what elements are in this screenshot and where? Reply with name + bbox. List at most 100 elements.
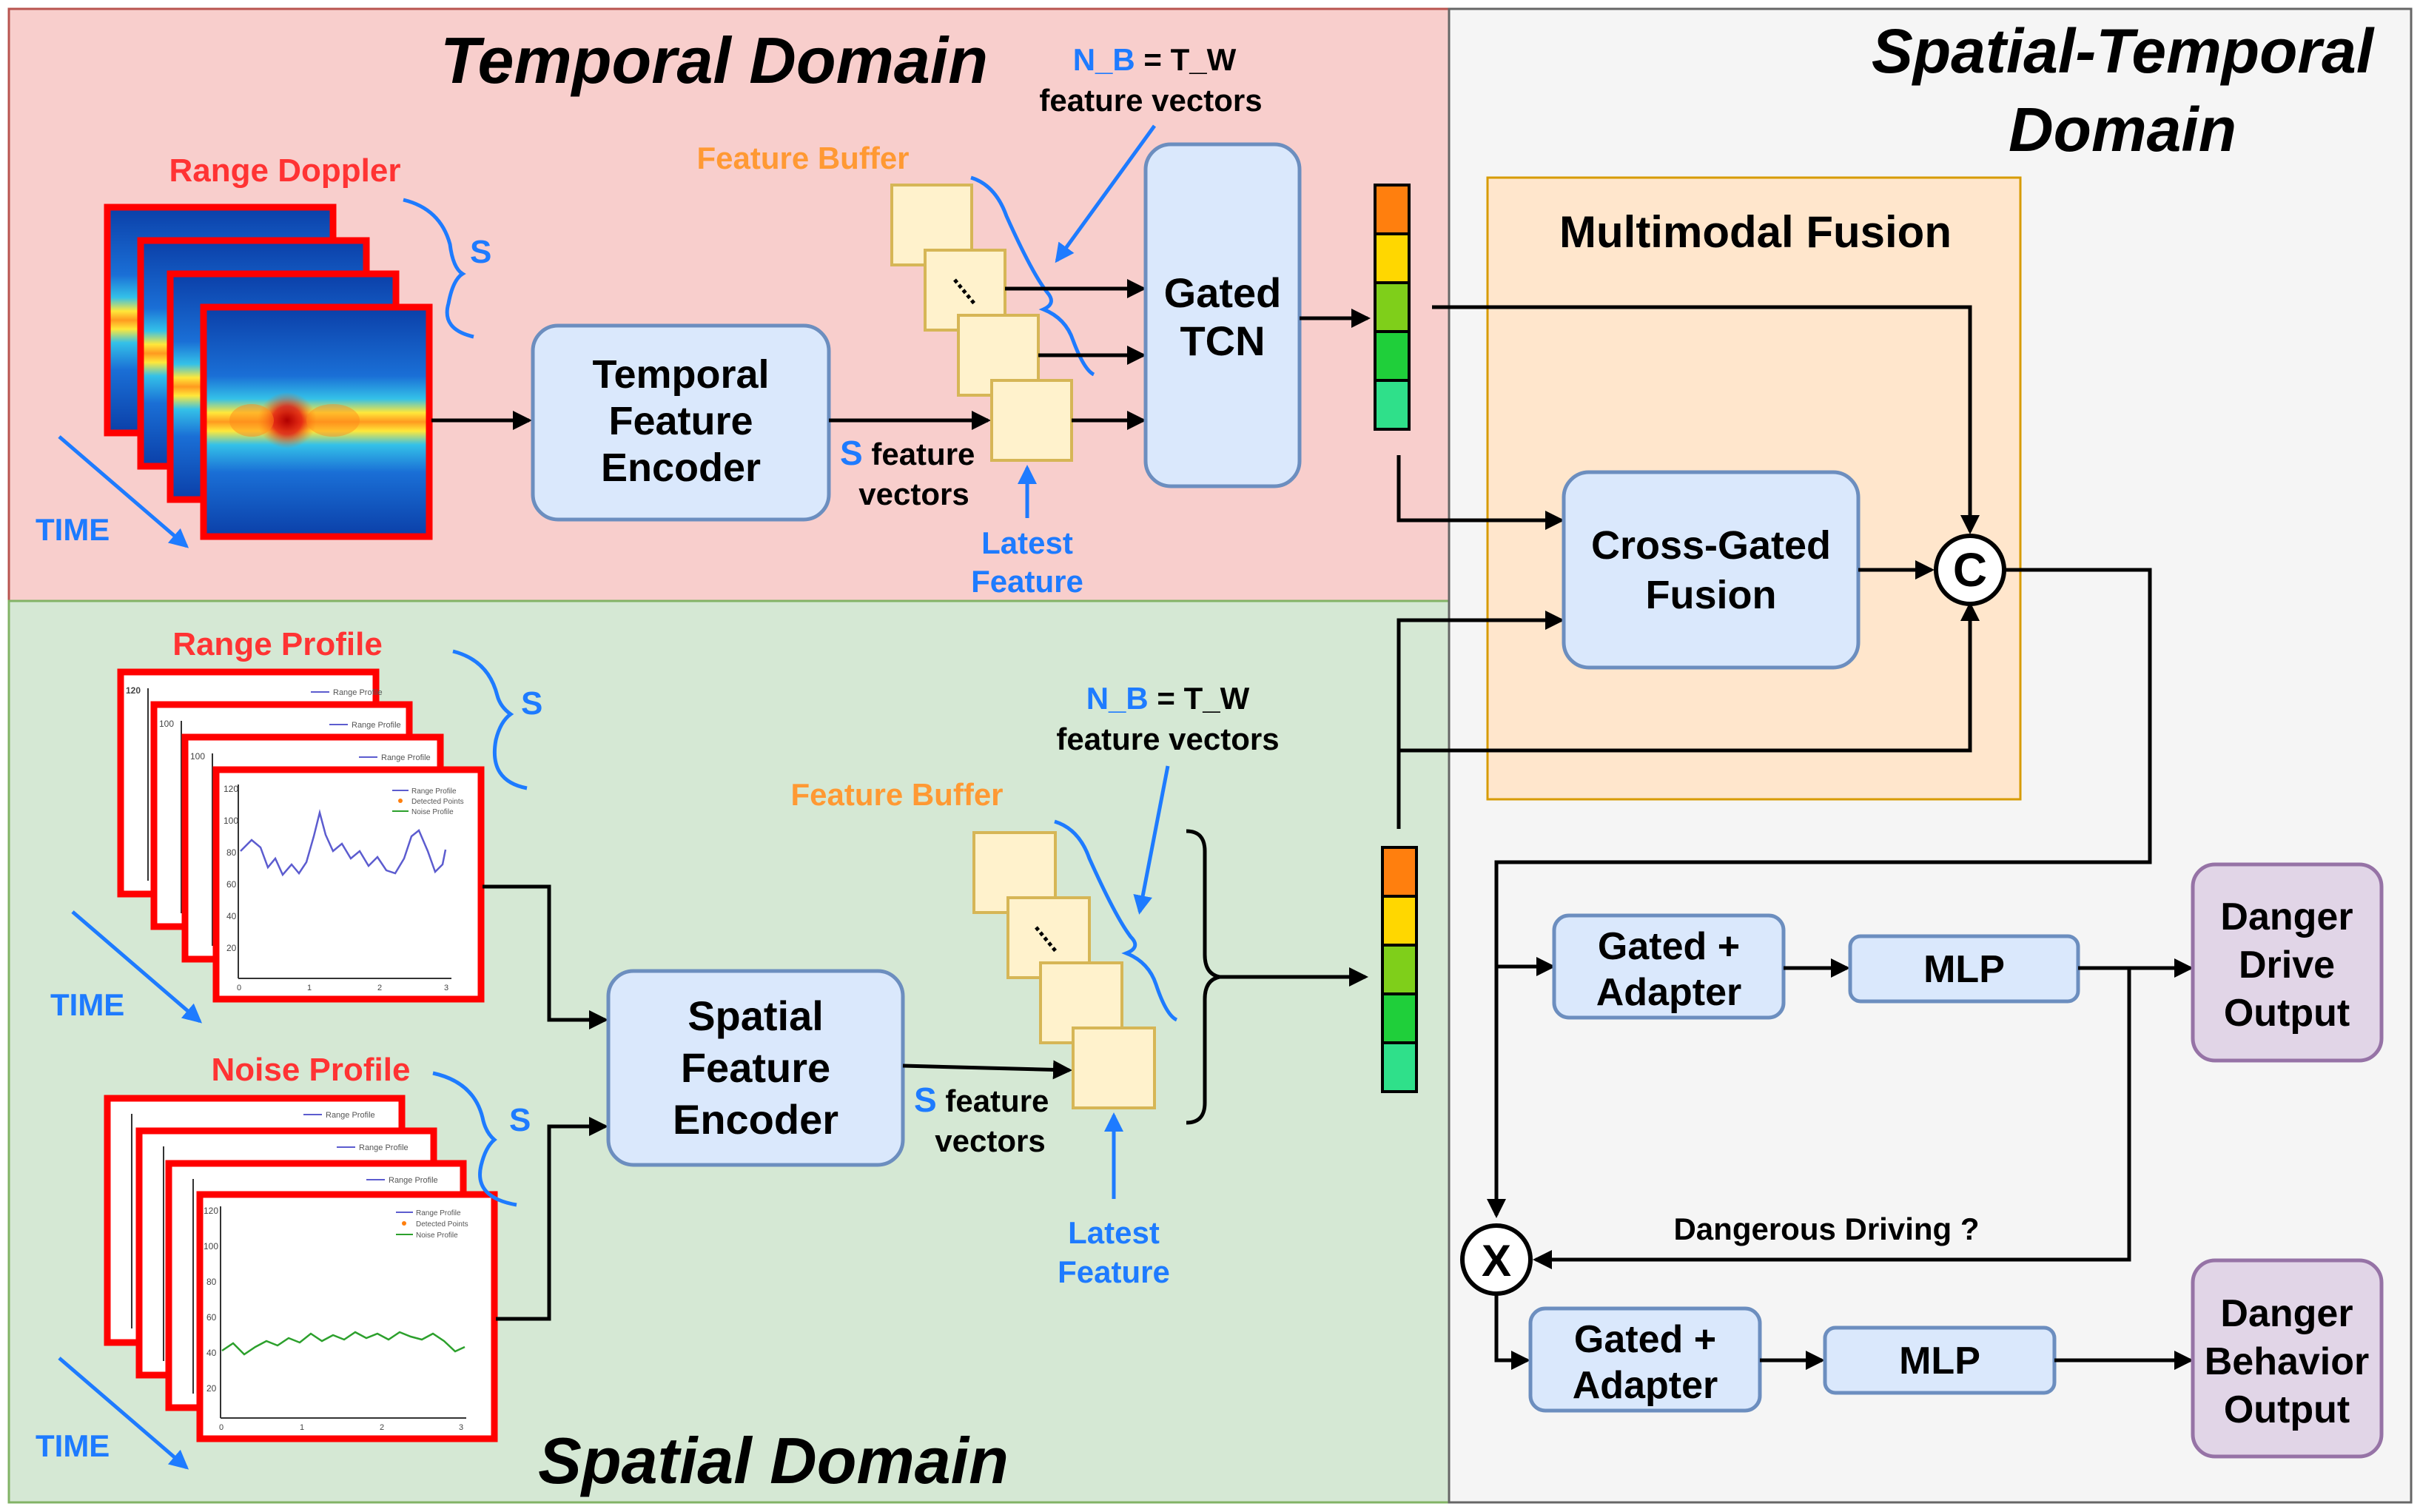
- rp4-x-tick-1: 1: [307, 984, 312, 992]
- gated-adapter-2-line2: Adapter: [1573, 1364, 1718, 1407]
- spatial-feature-buffer: [972, 831, 1156, 1109]
- rp2-legend: Range Profile: [352, 721, 401, 730]
- temporal-encoder-line3: Encoder: [601, 446, 761, 490]
- spatial-nb-brace: [1054, 819, 1178, 1022]
- temporal-feature-encoder: [531, 323, 831, 522]
- range-doppler-s-brace: [403, 198, 474, 339]
- rp3-legend: Range Profile: [381, 753, 431, 762]
- spatial-encoder-line3: Encoder: [673, 1096, 838, 1143]
- np4-y-tick-100: 100: [204, 1241, 218, 1251]
- np4-x-tick-1: 1: [300, 1423, 304, 1432]
- danger-behavior-output-line3: Output: [2224, 1388, 2350, 1431]
- range-profile-frame-4: 120 100 80 60 40 20 0 1 2 3 Range Profil…: [212, 766, 485, 1003]
- spatial-latest-line1: Latest: [1068, 1215, 1160, 1250]
- mlp-1-label: MLP: [1923, 948, 2005, 991]
- rp4-y-tick-80: 80: [226, 847, 237, 858]
- range-profile-time-arrow: [71, 910, 203, 1024]
- spatial-encoder-line2: Feature: [681, 1044, 830, 1091]
- np1-legend: Range Profile: [326, 1111, 375, 1120]
- range-doppler-stack: [104, 204, 433, 540]
- np3-legend: Range Profile: [389, 1176, 438, 1185]
- temporal-buffer-latest-slot: [990, 379, 1073, 462]
- temporal-nb-line2: feature vectors: [1039, 83, 1262, 118]
- danger-behavior-output-line1: Danger: [2220, 1292, 2353, 1335]
- spatial-feature-encoder: [606, 969, 905, 1167]
- rp4-curve: [240, 809, 447, 877]
- range-doppler-frame-4: [200, 303, 433, 540]
- cross-gated-line2: Fusion: [1646, 573, 1777, 617]
- np4-x-tick-3: 3: [459, 1423, 463, 1432]
- spatial-encoder-line1: Spatial: [688, 992, 824, 1039]
- spatial-nb-line2: feature vectors: [1056, 722, 1279, 756]
- gated-adapter-1-line2: Adapter: [1596, 971, 1741, 1014]
- spatial-to-cross-gated-arrow: [1396, 611, 1564, 829]
- np4-y-tick-40: 40: [206, 1348, 217, 1358]
- spatial-feature-buffer-label: Feature Buffer: [790, 777, 1003, 812]
- mlp-2-label: MLP: [1899, 1340, 1980, 1382]
- noise-profile-to-encoder-arrow: [496, 1117, 608, 1321]
- temporal-embedding-vector: [1374, 184, 1411, 431]
- rp4-y-tick-40: 40: [226, 911, 237, 921]
- range-profile-stack: 120 Range Profile 100 Range Profile 100 …: [117, 668, 485, 1003]
- rp4-x-tick-0: 0: [237, 984, 241, 992]
- rp1-legend: Range Profile: [333, 688, 383, 697]
- temporal-time-label: TIME: [36, 512, 110, 547]
- dangerous-driving-question: Dangerous Driving ?: [1673, 1212, 1979, 1246]
- np2-legend: Range Profile: [359, 1143, 409, 1152]
- noise-profile-s-label: S: [509, 1102, 531, 1138]
- np4-legend-detected: Detected Points: [416, 1220, 468, 1229]
- rp3-y-tick: 100: [190, 751, 205, 762]
- rp4-legend-range: Range Profile: [411, 787, 457, 796]
- rp2-y-tick: 100: [159, 719, 174, 729]
- np4-x-tick-2: 2: [380, 1423, 384, 1432]
- spatial-to-concat-arrow: [1399, 602, 1980, 753]
- rp1-y-tick: 120: [126, 685, 141, 696]
- np4-y-tick-20: 20: [206, 1383, 217, 1394]
- danger-drive-output-line2: Drive: [2239, 944, 2335, 987]
- drive-to-gate-arrow: [1533, 968, 2131, 1269]
- danger-behavior-output-line2: Behavior: [2205, 1340, 2370, 1383]
- np4-legend-noise: Noise Profile: [416, 1232, 458, 1240]
- temporal-nb-line1: N_B = T_W: [1073, 42, 1237, 77]
- np4-y-tick-60: 60: [206, 1312, 217, 1323]
- temporal-feature-buffer: [890, 184, 1073, 462]
- temporal-latest-line1: Latest: [981, 525, 1073, 560]
- danger-drive-output-line3: Output: [2224, 992, 2350, 1035]
- spatial-buffer-latest-slot: [1072, 1027, 1156, 1109]
- temporal-encoder-line2: Feature: [608, 399, 753, 443]
- gated-tcn: [1143, 142, 1302, 488]
- rp4-legend-noise: Noise Profile: [411, 808, 454, 816]
- temporal-encoder-line1: Temporal: [592, 352, 769, 397]
- np4-legend-range: Range Profile: [416, 1209, 461, 1217]
- temporal-domain-title: Temporal Domain: [440, 24, 988, 97]
- np4-y-tick-120: 120: [204, 1206, 218, 1216]
- temporal-nb-brace: [970, 175, 1095, 377]
- range-profile-label: Range Profile: [172, 626, 383, 662]
- noise-profile-time-arrow: [58, 1357, 189, 1470]
- np4-x-tick-0: 0: [219, 1423, 223, 1432]
- spatial-s-feature-vectors-2: vectors: [935, 1123, 1045, 1158]
- temporal-nb-pointer: [1055, 124, 1157, 263]
- np4-y-tick-80: 80: [206, 1277, 217, 1287]
- gated-tcn-line1: Gated: [1164, 269, 1282, 316]
- range-doppler-s-label: S: [470, 234, 491, 270]
- noise-profile-stack: Range Profile Range Profile Range Profil…: [104, 1095, 498, 1442]
- range-profile-time-label: TIME: [50, 987, 124, 1022]
- concat-operator-label: C: [1953, 543, 1987, 597]
- range-profile-s-brace: [452, 649, 528, 790]
- temporal-to-concat-arrow: [1432, 305, 1980, 534]
- cross-gated-line1: Cross-Gated: [1591, 523, 1831, 568]
- spatial-temporal-title-1: Spatial-Temporal: [1872, 16, 2375, 86]
- spatial-nb-pointer: [1133, 765, 1170, 915]
- gated-adapter-2-line1: Gated +: [1574, 1318, 1716, 1361]
- multimodal-fusion-title: Multimodal Fusion: [1559, 207, 1952, 257]
- concat-to-heads-arrow: [1487, 568, 2152, 1218]
- danger-drive-output-line1: Danger: [2220, 896, 2353, 938]
- rp4-x-tick-3: 3: [444, 984, 448, 992]
- temporal-to-cross-gated-arrow: [1396, 455, 1564, 530]
- danger-drive-output: [2191, 862, 2384, 1063]
- spatial-s-feature-vectors-1: S feature: [914, 1081, 1049, 1119]
- cross-gated-fusion: [1562, 470, 1861, 670]
- spatial-temporal-title-2: Domain: [2009, 95, 2236, 164]
- temporal-s-feature-vectors-2: vectors: [858, 477, 969, 511]
